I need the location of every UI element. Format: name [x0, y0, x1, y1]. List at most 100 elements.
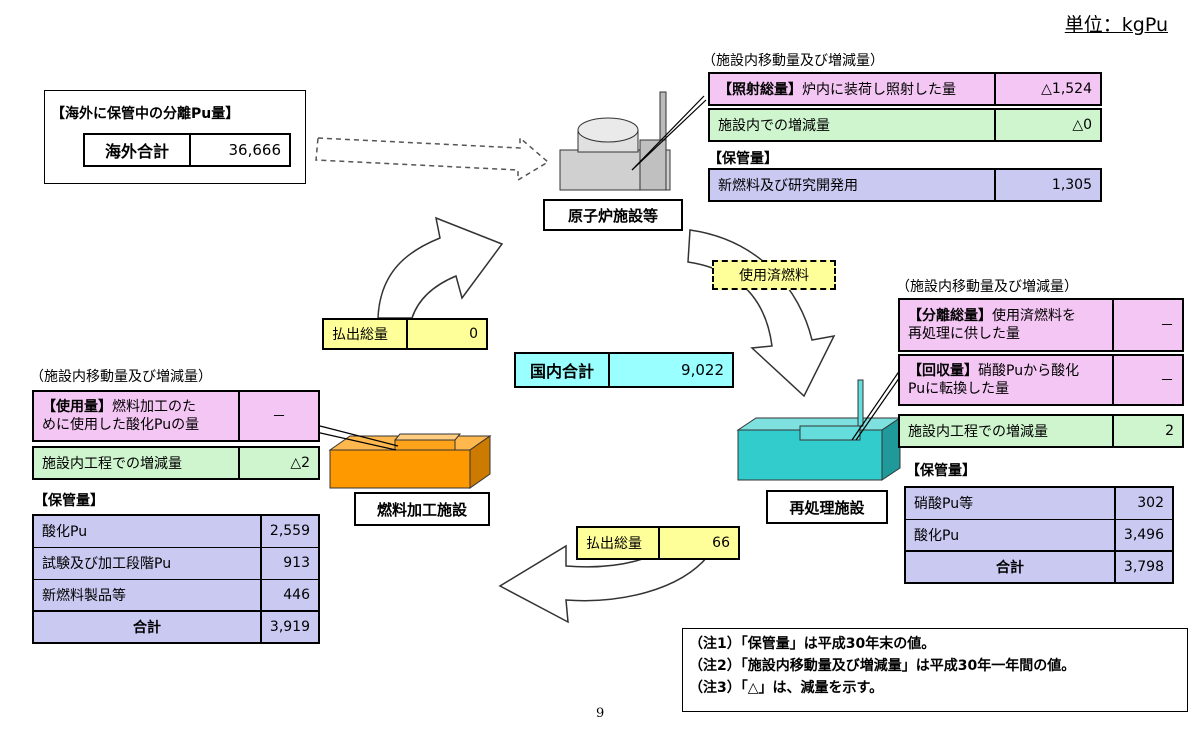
overseas-box: 【海外に保管中の分離Pu量】 海外合計 36,666	[44, 90, 306, 184]
reprocessing-separated-text1: 使用済燃料を	[992, 308, 1076, 324]
reactor-irradiated-label-bold: 【照射総量】	[718, 82, 802, 98]
fabrication-used-value: －	[238, 392, 318, 440]
reprocessing-separated-value: －	[1112, 300, 1182, 350]
reactor-facility-label: 原子炉施設等	[543, 199, 683, 231]
table-row-total: 合計 3,919	[32, 610, 320, 644]
fabrication-storage-label-2: 新燃料製品等	[32, 578, 262, 612]
reprocessing-separated-line2: 再処理に供した量	[908, 326, 1020, 342]
fabrication-storage-value-2: 446	[259, 578, 320, 612]
overseas-header: 【海外に保管中の分離Pu量】	[51, 106, 240, 122]
fabrication-storage-total-value: 3,919	[259, 610, 320, 644]
table-row: 試験及び加工段階Pu 913	[32, 546, 320, 580]
page-number: 9	[596, 706, 605, 721]
fabrication-shipment-value: 0	[406, 320, 486, 348]
fabrication-used-label: 【使用量】燃料加工のた めに使用した酸化Puの量	[34, 392, 238, 440]
overseas-total-row: 海外合計 36,666	[83, 133, 291, 167]
table-row: 硝酸Pu等 302	[904, 486, 1174, 520]
domestic-total-label: 国内合計	[529, 362, 594, 381]
fabrication-storage-label-1: 試験及び加工段階Pu	[32, 546, 262, 580]
fabrication-used-line2: めに使用した酸化Puの量	[42, 417, 200, 433]
note-1: （注1）「保管量」は平成30年末の値。	[689, 636, 936, 652]
table-row: 酸化Pu 3,496	[904, 518, 1174, 552]
table-row: 新燃料製品等 446	[32, 578, 320, 612]
reactor-irradiated-value: △1,524	[994, 74, 1100, 104]
fabrication-used-text1: 燃料加工のた	[112, 399, 196, 415]
reprocessing-separated-row: 【分離総量】使用済燃料を 再処理に供した量 －	[898, 298, 1184, 352]
table-row-total: 合計 3,798	[904, 550, 1174, 584]
reprocessing-separated-line1: 【分離総量】使用済燃料を	[908, 307, 1076, 325]
fabrication-shipment-label: 払出総量	[332, 327, 388, 343]
fabrication-process-change-label: 施設内工程での増減量	[42, 456, 182, 472]
reprocessing-leader-line	[851, 369, 901, 441]
notes-box: （注1）「保管量」は平成30年末の値。 （注2）「施設内移動量及び増減量」は平成…	[682, 628, 1188, 712]
reprocessing-recovered-line2: Puに転換した量	[908, 381, 1010, 397]
reactor-storage-value: 1,305	[994, 170, 1100, 200]
spent-fuel-label: 使用済燃料	[712, 260, 836, 290]
reprocessing-process-change-label: 施設内工程での増減量	[908, 424, 1048, 440]
reactor-irradiated-label: 【照射総量】 炉内に装荷し照射した量	[710, 74, 994, 104]
reprocessing-storage-total-value: 3,798	[1113, 550, 1174, 584]
fabrication-to-reactor-arrow	[377, 216, 504, 319]
reprocessing-storage-value-0: 302	[1113, 486, 1174, 520]
fabrication-shipment-row: 払出総量 0	[322, 318, 488, 350]
fabrication-storage-table: 酸化Pu 2,559 試験及び加工段階Pu 913 新燃料製品等 446 合計 …	[32, 514, 320, 644]
fabrication-storage-value-0: 2,559	[259, 514, 320, 548]
fabrication-process-change-value: △2	[238, 448, 318, 478]
reprocessing-recovered-text1: 硝酸Puから酸化	[978, 363, 1080, 379]
fabrication-facility-label: 燃料加工施設	[354, 492, 490, 526]
reprocessing-block-illustration	[736, 379, 902, 481]
reprocessing-recovered-value: －	[1112, 356, 1182, 404]
note-2: （注2）「施設内移動量及び増減量」は平成30年一年間の値。	[689, 658, 1076, 674]
reprocessing-storage-total-label: 合計	[904, 550, 1116, 584]
reprocessing-movement-heading: （施設内移動量及び増減量）	[896, 279, 1078, 295]
reactor-storage-row: 新燃料及び研究開発用 1,305	[708, 168, 1102, 202]
reprocessing-leader-line-2	[855, 373, 903, 441]
domestic-total-row: 国内合計 9,022	[514, 352, 734, 388]
reprocessing-recovered-label-bold: 【回収量】	[908, 363, 978, 379]
reactor-irradiated-label-text: 炉内に装荷し照射した量	[802, 82, 956, 98]
reprocessing-shipment-label: 払出総量	[586, 536, 642, 552]
reactor-storage-label: 新燃料及び研究開発用	[718, 178, 858, 194]
reactor-leader-line-2	[631, 99, 707, 171]
reactor-irradiated-row: 【照射総量】 炉内に装荷し照射した量 △1,524	[708, 72, 1102, 106]
reactor-change-row: 施設内での増減量 △0	[708, 108, 1102, 142]
overseas-dashed-arrow	[315, 136, 550, 182]
domestic-total-value: 9,022	[608, 354, 732, 386]
reactor-building-illustration	[559, 91, 671, 191]
fabrication-storage-value-1: 913	[259, 546, 320, 580]
fabrication-used-row: 【使用量】燃料加工のた めに使用した酸化Puの量 －	[32, 390, 320, 442]
reactor-storage-heading: 【保管量】	[708, 151, 778, 167]
reprocessing-shipment-value: 66	[658, 528, 738, 558]
table-row: 酸化Pu 2,559	[32, 514, 320, 548]
reprocessing-storage-label-0: 硝酸Pu等	[904, 486, 1116, 520]
reprocessing-separated-label: 【分離総量】使用済燃料を 再処理に供した量	[900, 300, 1112, 350]
reprocessing-separated-label-bold: 【分離総量】	[908, 308, 992, 324]
unit-label: 単位：kgPu	[1064, 14, 1168, 36]
reprocessing-process-change-row: 施設内工程での増減量 2	[898, 414, 1184, 448]
fabrication-block-illustration	[328, 433, 492, 489]
reactor-leader-line	[631, 95, 705, 171]
reactor-change-label: 施設内での増減量	[718, 118, 830, 134]
reprocessing-storage-heading: 【保管量】	[906, 463, 976, 479]
note-3: （注3）「△」は、減量を示す。	[689, 680, 884, 696]
reprocessing-recovered-row: 【回収量】硝酸Puから酸化 Puに転換した量 －	[898, 354, 1184, 406]
reprocessing-storage-label-1: 酸化Pu	[904, 518, 1116, 552]
fabrication-storage-total-label: 合計	[32, 610, 262, 644]
fabrication-process-change-row: 施設内工程での増減量 △2	[32, 446, 320, 480]
reprocessing-shipment-row: 払出総量 66	[576, 526, 740, 560]
fabrication-used-label-bold: 【使用量】	[42, 399, 112, 415]
reprocessing-facility-label: 再処理施設	[766, 490, 888, 524]
fabrication-used-line1: 【使用量】燃料加工のた	[42, 398, 196, 416]
reprocessing-recovered-label: 【回収量】硝酸Puから酸化 Puに転換した量	[900, 356, 1112, 404]
fabrication-storage-label-0: 酸化Pu	[32, 514, 262, 548]
fabrication-leader-line	[319, 425, 399, 447]
reactor-change-value: △0	[994, 110, 1100, 140]
fabrication-movement-heading: （施設内移動量及び増減量）	[30, 369, 212, 385]
fabrication-leader-line-2	[315, 431, 397, 451]
fabrication-storage-heading: 【保管量】	[34, 493, 104, 509]
overseas-total-value: 36,666	[189, 135, 289, 165]
overseas-total-label: 海外合計	[104, 142, 169, 161]
reactor-movement-heading: （施設内移動量及び増減量）	[702, 53, 884, 69]
reprocessing-process-change-value: 2	[1112, 416, 1182, 446]
reprocessing-storage-value-1: 3,496	[1113, 518, 1174, 552]
